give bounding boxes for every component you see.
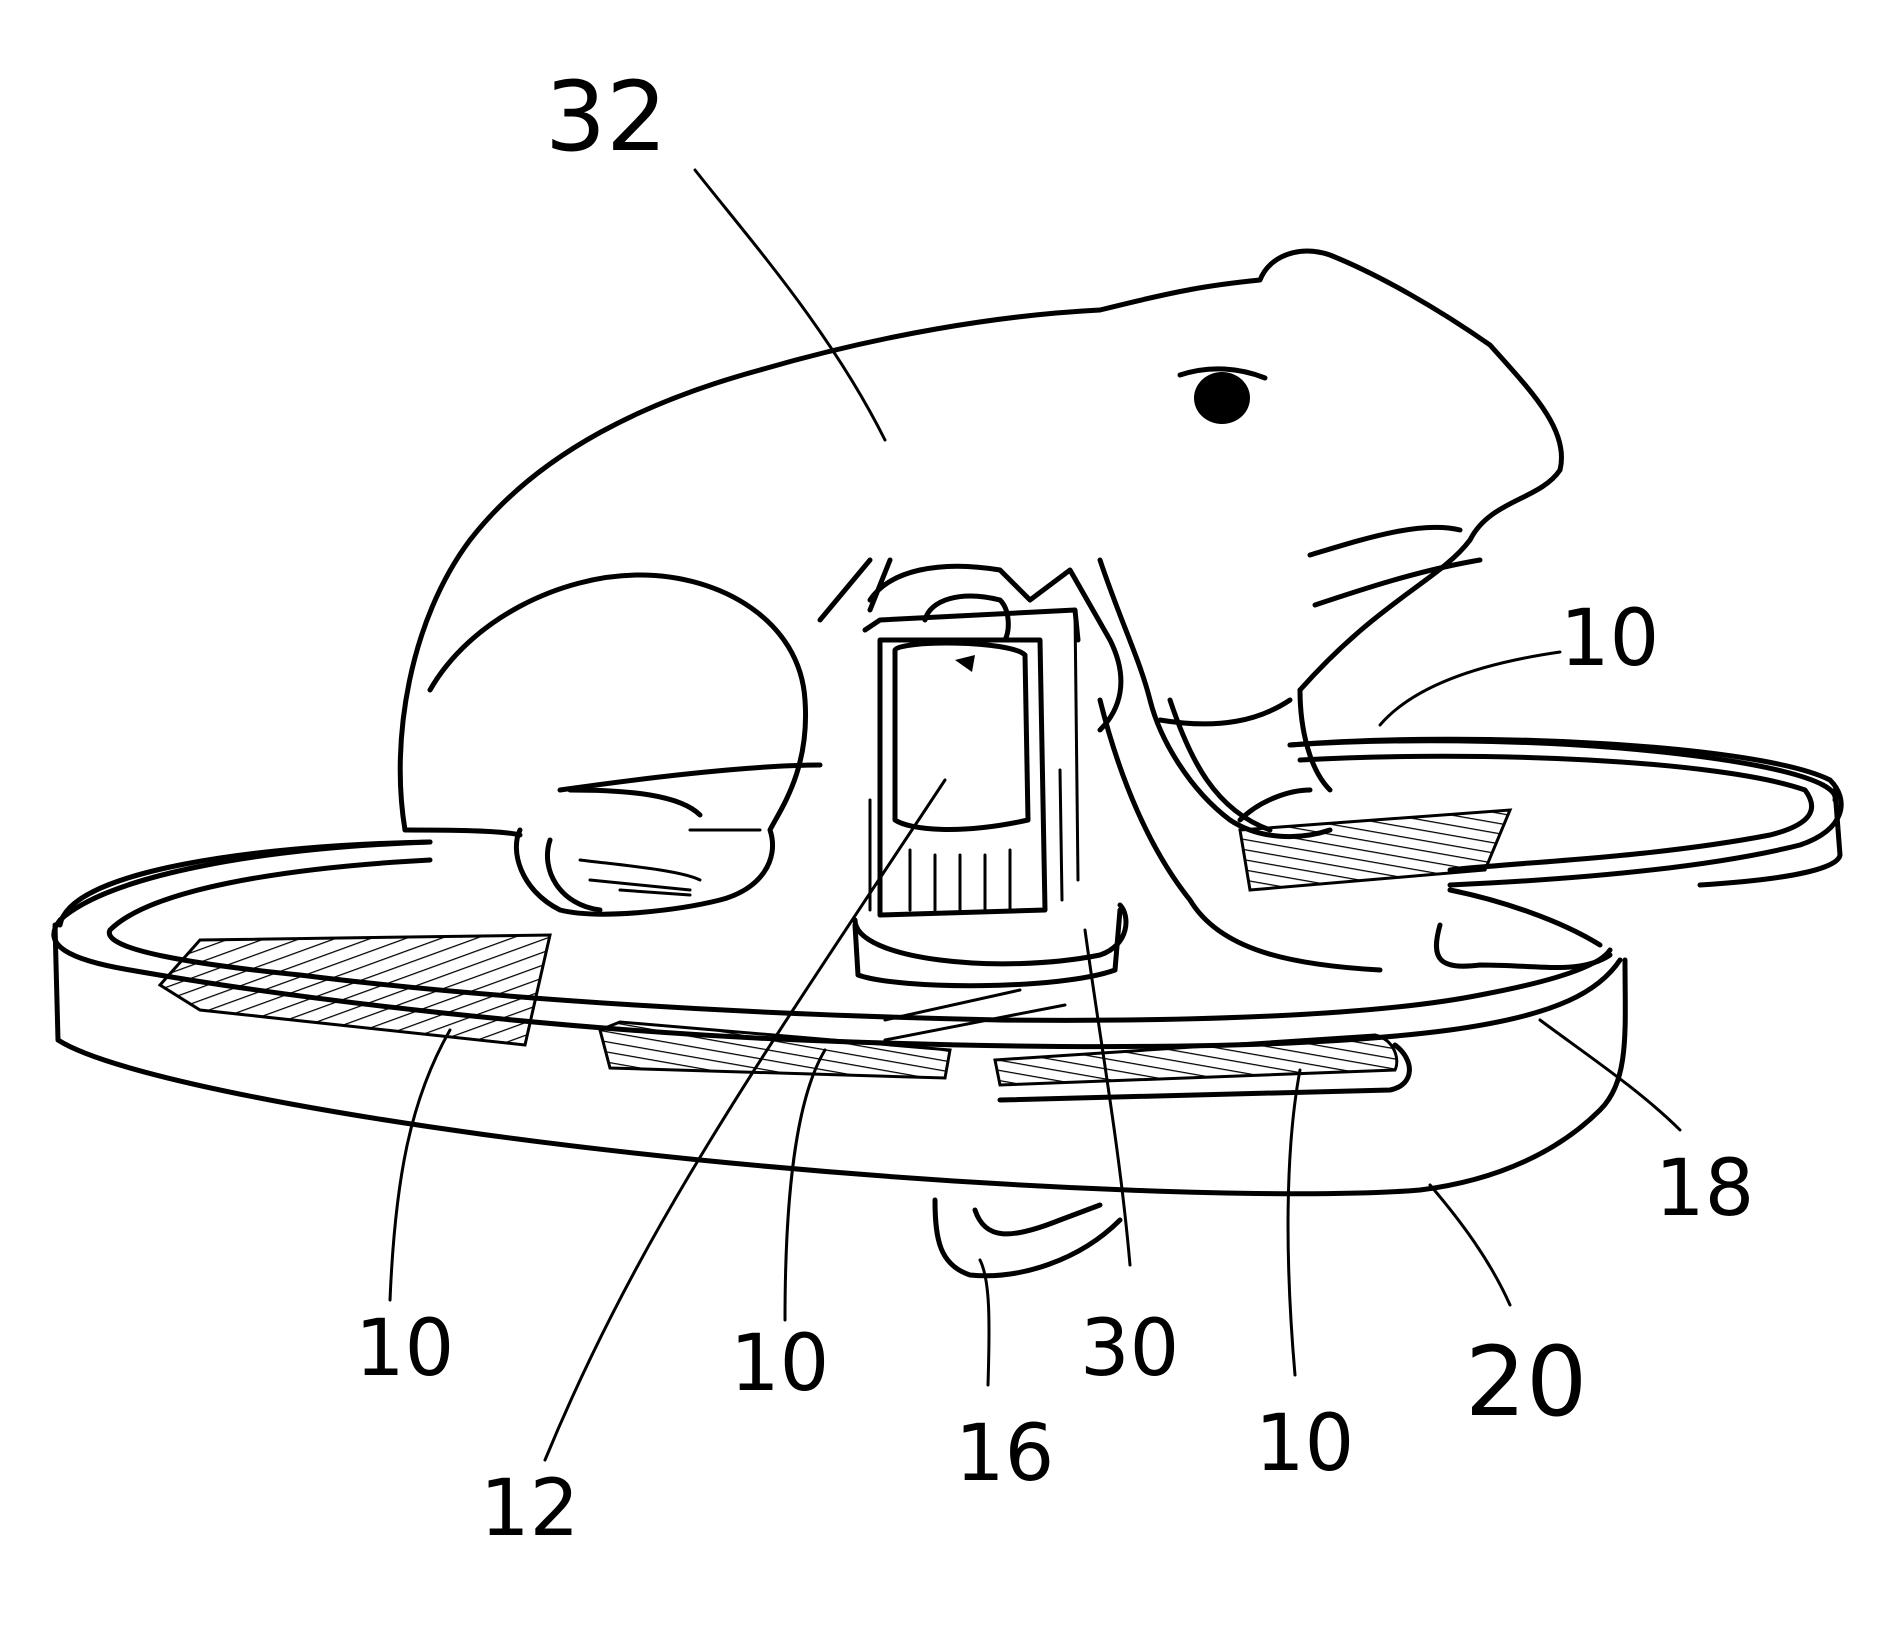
tray-lower-wall (52, 922, 1628, 1197)
label-18: 18 (1655, 1144, 1754, 1234)
center-slash (883, 988, 1067, 1042)
label-20: 20 (1465, 1326, 1587, 1438)
leader-30 (1083, 928, 1132, 1267)
leader-10-top-right (1378, 650, 1562, 727)
tray-lip (1433, 887, 1613, 970)
label-16: 16 (955, 1409, 1054, 1499)
leader-10-right (1286, 1068, 1302, 1377)
hub (852, 593, 1129, 989)
plates (157, 808, 1513, 1103)
plate-rail (997, 1042, 1412, 1103)
hub-base (852, 902, 1129, 989)
leader-16 (978, 1258, 991, 1387)
tray-right-oval (1287, 736, 1844, 888)
frog-body (397, 248, 1564, 833)
tray-right-oval-inner (1297, 753, 1815, 873)
frog-foot-lines (578, 828, 762, 897)
leader-20 (1428, 1183, 1512, 1307)
frog-eye (1194, 372, 1250, 424)
tray-right-wall (1697, 787, 1843, 888)
label-10-top-right: 10 (1560, 594, 1659, 684)
plate-right (993, 1033, 1399, 1087)
frog-front-leg (1097, 697, 1383, 973)
tray-left-oval (51, 839, 1623, 1050)
frog-mouth (1307, 524, 1483, 608)
frog-back-leg-inner (402, 787, 703, 913)
leader-10-left (388, 1028, 452, 1302)
tray-rim-top (57, 738, 1838, 928)
plate-center (598, 1020, 952, 1080)
label-10-center: 10 (730, 1319, 829, 1409)
leader-lines (388, 168, 1682, 1462)
label-10-right: 10 (1255, 1399, 1354, 1489)
label-32: 32 (545, 61, 667, 173)
frog-front-arm (1097, 557, 1333, 839)
housing-post-inner (892, 640, 1031, 832)
leader-10-center (783, 1048, 827, 1322)
leader-32 (693, 168, 887, 442)
tray-left-oval-inner (106, 857, 1613, 1023)
frog-chest (817, 557, 1124, 733)
label-30: 30 (1080, 1304, 1179, 1394)
labels: 32 10 10 10 10 12 16 30 18 20 (355, 61, 1754, 1554)
bottom-mount (932, 1197, 1123, 1279)
plate-top-right (1238, 808, 1513, 892)
plate-left (157, 933, 552, 1047)
label-12: 12 (480, 1464, 579, 1554)
clip-notch (955, 655, 975, 672)
label-10-left: 10 (355, 1304, 454, 1394)
tray (51, 736, 1844, 1279)
frog (397, 248, 1564, 973)
frog-belly (1157, 687, 1333, 793)
frog-eyelid (1177, 366, 1268, 381)
housing-post (877, 637, 1048, 918)
leader-18 (1538, 1018, 1682, 1132)
frog-back-leg (427, 572, 809, 917)
housing-clip (862, 593, 1081, 643)
leader-12 (543, 778, 947, 1462)
housing-ribs (868, 608, 1080, 914)
